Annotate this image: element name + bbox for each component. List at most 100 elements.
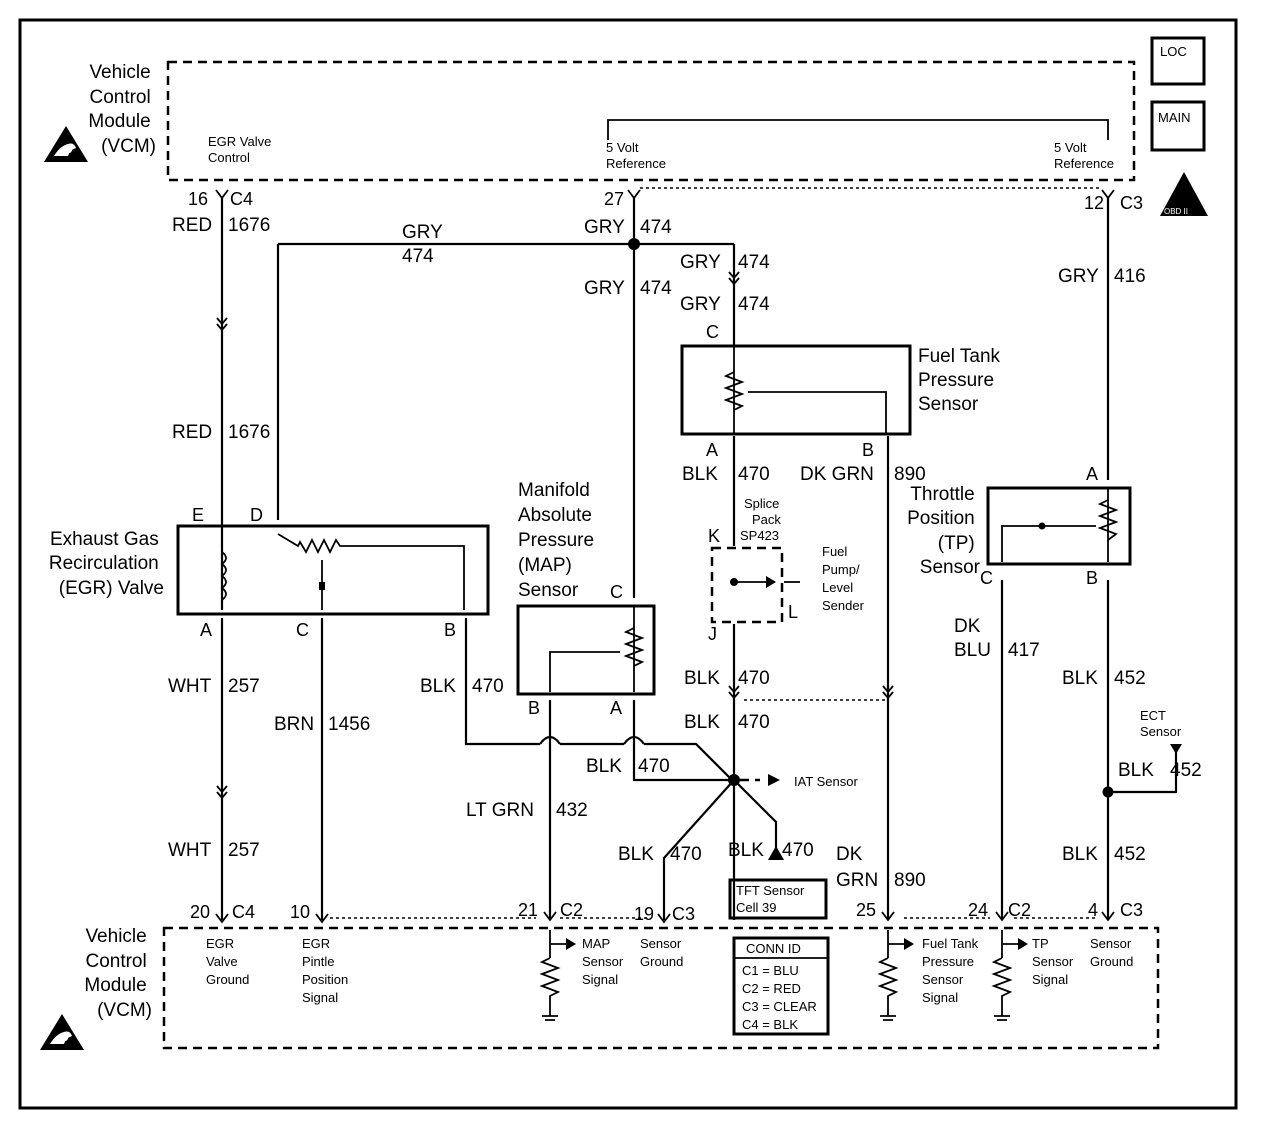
egr-control-label: EGR Valve Control [208,134,275,165]
svg-text:DK: DK [954,616,981,637]
ft-pullup-resistor [877,930,914,1021]
svg-text:24: 24 [968,900,988,920]
svg-text:L: L [788,602,798,622]
wire-labels: RED 1676 RED 1676 GRY 474 GRY 474 GRY 47… [168,215,1202,891]
egr-pintle-label: EGR Pintle Position Signal [302,936,352,1005]
svg-text:890: 890 [894,870,926,891]
svg-text:C: C [706,322,719,342]
svg-text:BLK: BLK [1062,668,1098,689]
svg-text:A: A [1086,464,1098,484]
map-label: Manifold Absolute Pressure (MAP) Sensor [518,480,599,601]
map-sensor: Manifold Absolute Pressure (MAP) Sensor … [516,480,656,718]
svg-text:Cell 39: Cell 39 [736,900,776,915]
svg-text:25: 25 [856,900,876,920]
svg-text:GRY: GRY [680,294,721,315]
bottom-pins: 20 C4 10 21 C2 19 C3 25 24 C2 4 C3 [190,900,1143,924]
svg-text:B: B [1086,568,1098,588]
loc-badge: LOC [1150,36,1206,86]
svg-text:C: C [296,620,309,640]
splice-label: Splice Pack SP423 [740,496,785,543]
svg-text:1676: 1676 [228,215,270,236]
map-pullup-resistor [539,930,576,1021]
svg-text:BLK: BLK [420,676,456,697]
tp-sensor: Throttle Position (TP) Sensor A C B [907,464,1132,588]
svg-text:474: 474 [738,294,770,315]
svg-text:TFT Sensor: TFT Sensor [736,883,805,898]
svg-text:RED: RED [172,422,212,443]
svg-text:BLU: BLU [954,640,991,661]
svg-text:257: 257 [228,676,260,697]
svg-text:BLK: BLK [684,668,720,689]
ref2-label: 5 Volt Reference [1054,140,1114,171]
svg-text:DK: DK [836,844,863,865]
esd-icon [44,126,88,162]
svg-text:21: 21 [518,900,538,920]
svg-text:LT GRN: LT GRN [466,800,534,821]
svg-text:452: 452 [1114,668,1146,689]
svg-text:B: B [862,440,874,460]
svg-text:C3: C3 [1120,193,1143,213]
svg-text:B: B [444,620,456,640]
svg-text:417: 417 [1008,640,1040,661]
ect-label: ECT Sensor [1140,708,1182,739]
svg-text:GRY: GRY [584,278,625,299]
sensor-ground2-label: Sensor Ground [1090,936,1135,969]
svg-text:B: B [528,698,540,718]
svg-text:K: K [708,526,720,546]
svg-text:C4 = BLK: C4 = BLK [742,1017,798,1032]
svg-text:4: 4 [1088,900,1098,920]
svg-text:470: 470 [670,844,702,865]
svg-text:C2: C2 [560,900,583,920]
svg-text:474: 474 [640,278,672,299]
svg-text:OBD II: OBD II [1164,207,1188,216]
svg-text:BRN: BRN [274,714,314,735]
svg-text:GRY: GRY [584,217,625,238]
egr-valve: Exhaust Gas Recirculation (EGR) Valve E … [49,505,490,640]
svg-text:C1 = BLU: C1 = BLU [742,963,799,978]
svg-text:474: 474 [402,246,434,267]
tp-pullup-resistor [991,930,1028,1021]
svg-text:470: 470 [472,676,504,697]
svg-text:BLK: BLK [728,840,764,861]
svg-text:BLK: BLK [1062,844,1098,865]
svg-text:BLK: BLK [618,844,654,865]
svg-text:470: 470 [738,464,770,485]
vcm-top-label: Vehicle Control Module (VCM) [88,62,156,157]
svg-text:474: 474 [738,252,770,273]
vcm-bottom: Vehicle Control Module (VCM) EGR Valve G… [40,926,1160,1050]
svg-text:20: 20 [190,902,210,922]
svg-text:470: 470 [738,712,770,733]
svg-text:IAT Sensor: IAT Sensor [794,774,858,789]
svg-text:C: C [980,568,993,588]
wires [216,187,1182,920]
svg-text:432: 432 [556,800,588,821]
svg-text:BLK: BLK [682,464,718,485]
svg-text:470: 470 [738,668,770,689]
main-badge: MAIN [1150,100,1206,152]
svg-text:DK GRN: DK GRN [800,464,874,485]
svg-text:27: 27 [604,189,624,209]
vcm-top: Vehicle Control Module (VCM) EGR Valve C… [44,60,1136,182]
svg-text:19: 19 [634,904,654,924]
splice-pack: Splice Pack SP423 Fuel Pump/ Level Sende… [708,496,865,644]
diagram-frame [18,18,1238,1110]
tp-label: Throttle Position (TP) Sensor [907,484,981,578]
svg-text:A: A [610,698,622,718]
obd-badge: OBD II [1160,172,1208,216]
svg-text:CONN ID: CONN ID [746,941,801,956]
svg-text:GRY: GRY [680,252,721,273]
tft-sensor: TFT Sensor Cell 39 [728,878,828,920]
svg-text:GRY: GRY [402,222,443,243]
svg-text:RED: RED [172,215,212,236]
svg-text:12: 12 [1084,193,1104,213]
fuel-tank-pressure-sensor: Fuel Tank Pressure Sensor C A B [680,322,1001,460]
svg-text:D: D [250,505,263,525]
svg-text:BLK: BLK [684,712,720,733]
svg-text:452: 452 [1114,844,1146,865]
svg-text:1456: 1456 [328,714,370,735]
ref1-label: 5 Volt Reference [606,140,666,171]
svg-text:470: 470 [782,840,814,861]
svg-text:C2 = RED: C2 = RED [742,981,801,996]
top-pins: 16 C4 27 12 C3 [188,189,1143,213]
